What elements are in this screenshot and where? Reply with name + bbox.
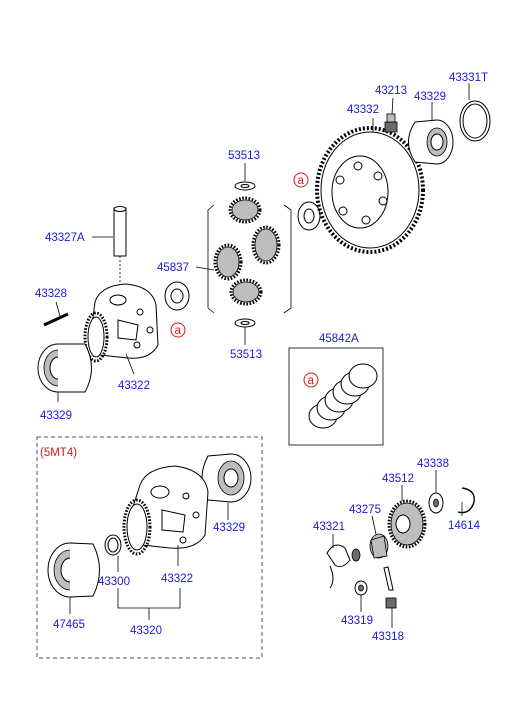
assembly-bracket	[117, 588, 181, 620]
side-gear-left	[213, 243, 243, 281]
svg-text:a: a	[308, 375, 315, 387]
needle-bearing	[369, 533, 389, 559]
differential-case-bottom	[122, 465, 209, 556]
thrust-washer-left	[164, 281, 190, 311]
ring-gear-bolt	[384, 113, 398, 133]
label-43327A: 43327A	[45, 232, 85, 244]
gear-set-bracket	[207, 204, 292, 314]
label-43275: 43275	[349, 504, 381, 516]
label-43322-bottom: 43322	[161, 573, 193, 585]
bearing-left-top	[37, 343, 92, 393]
bearing-right-bottom	[201, 453, 252, 503]
speedometer-shaft	[326, 544, 361, 589]
label-43319: 43319	[341, 615, 373, 627]
label-43300: 43300	[98, 576, 130, 588]
reference-marker-a2: a	[170, 322, 186, 338]
label-43512: 43512	[382, 473, 414, 485]
driven-gear	[387, 499, 427, 549]
label-47465: 47465	[53, 619, 85, 631]
reference-marker-a1: a	[293, 172, 309, 188]
washer-top	[234, 181, 256, 191]
label-43321: 43321	[313, 521, 345, 533]
washer-bottom	[234, 318, 256, 328]
label-43329-right: 43329	[414, 91, 446, 103]
label-43322-top: 43322	[118, 380, 150, 392]
variant-box	[36, 436, 263, 659]
label-43338: 43338	[417, 458, 449, 470]
svg-text:a: a	[175, 325, 182, 337]
side-gear-right	[251, 225, 281, 265]
seal-ring	[104, 534, 122, 556]
label-43328: 43328	[35, 288, 67, 300]
reference-marker-a3: a	[303, 372, 319, 388]
label-53513-bottom: 53513	[230, 349, 262, 361]
washer-bolt	[354, 580, 368, 596]
label-43213: 43213	[375, 85, 407, 97]
differential-case-top	[83, 283, 159, 363]
bearing-right-top	[408, 119, 454, 165]
snap-ring	[457, 487, 475, 514]
pinion-shaft	[113, 206, 127, 257]
label-45837: 45837	[157, 262, 189, 274]
pinion-gear-top	[228, 196, 262, 224]
pinion-gear-bottom	[229, 278, 263, 306]
lock-pin	[43, 312, 69, 327]
label-43329-bottom: 43329	[213, 522, 245, 534]
bearing-left-bottom	[47, 542, 100, 598]
label-43318: 43318	[372, 631, 404, 643]
spring-stack	[308, 363, 378, 429]
label-43320: 43320	[130, 625, 162, 637]
label-14614: 14614	[448, 520, 481, 532]
thrust-washer-small	[428, 492, 444, 514]
svg-text:a: a	[298, 175, 305, 187]
label-53513-top: 53513	[228, 150, 260, 162]
label-45842A: 45842A	[319, 333, 359, 345]
label-43332: 43332	[347, 104, 379, 116]
spring-kit-box	[288, 347, 384, 446]
ring-gear	[315, 126, 425, 254]
mounting-bolt	[383, 566, 397, 609]
thrust-washer-right	[297, 201, 321, 231]
variant-label: (5MT4)	[40, 447, 77, 459]
label-43331T: 43331T	[449, 72, 488, 84]
shim-ring	[459, 100, 491, 142]
label-43329-top: 43329	[40, 410, 72, 422]
